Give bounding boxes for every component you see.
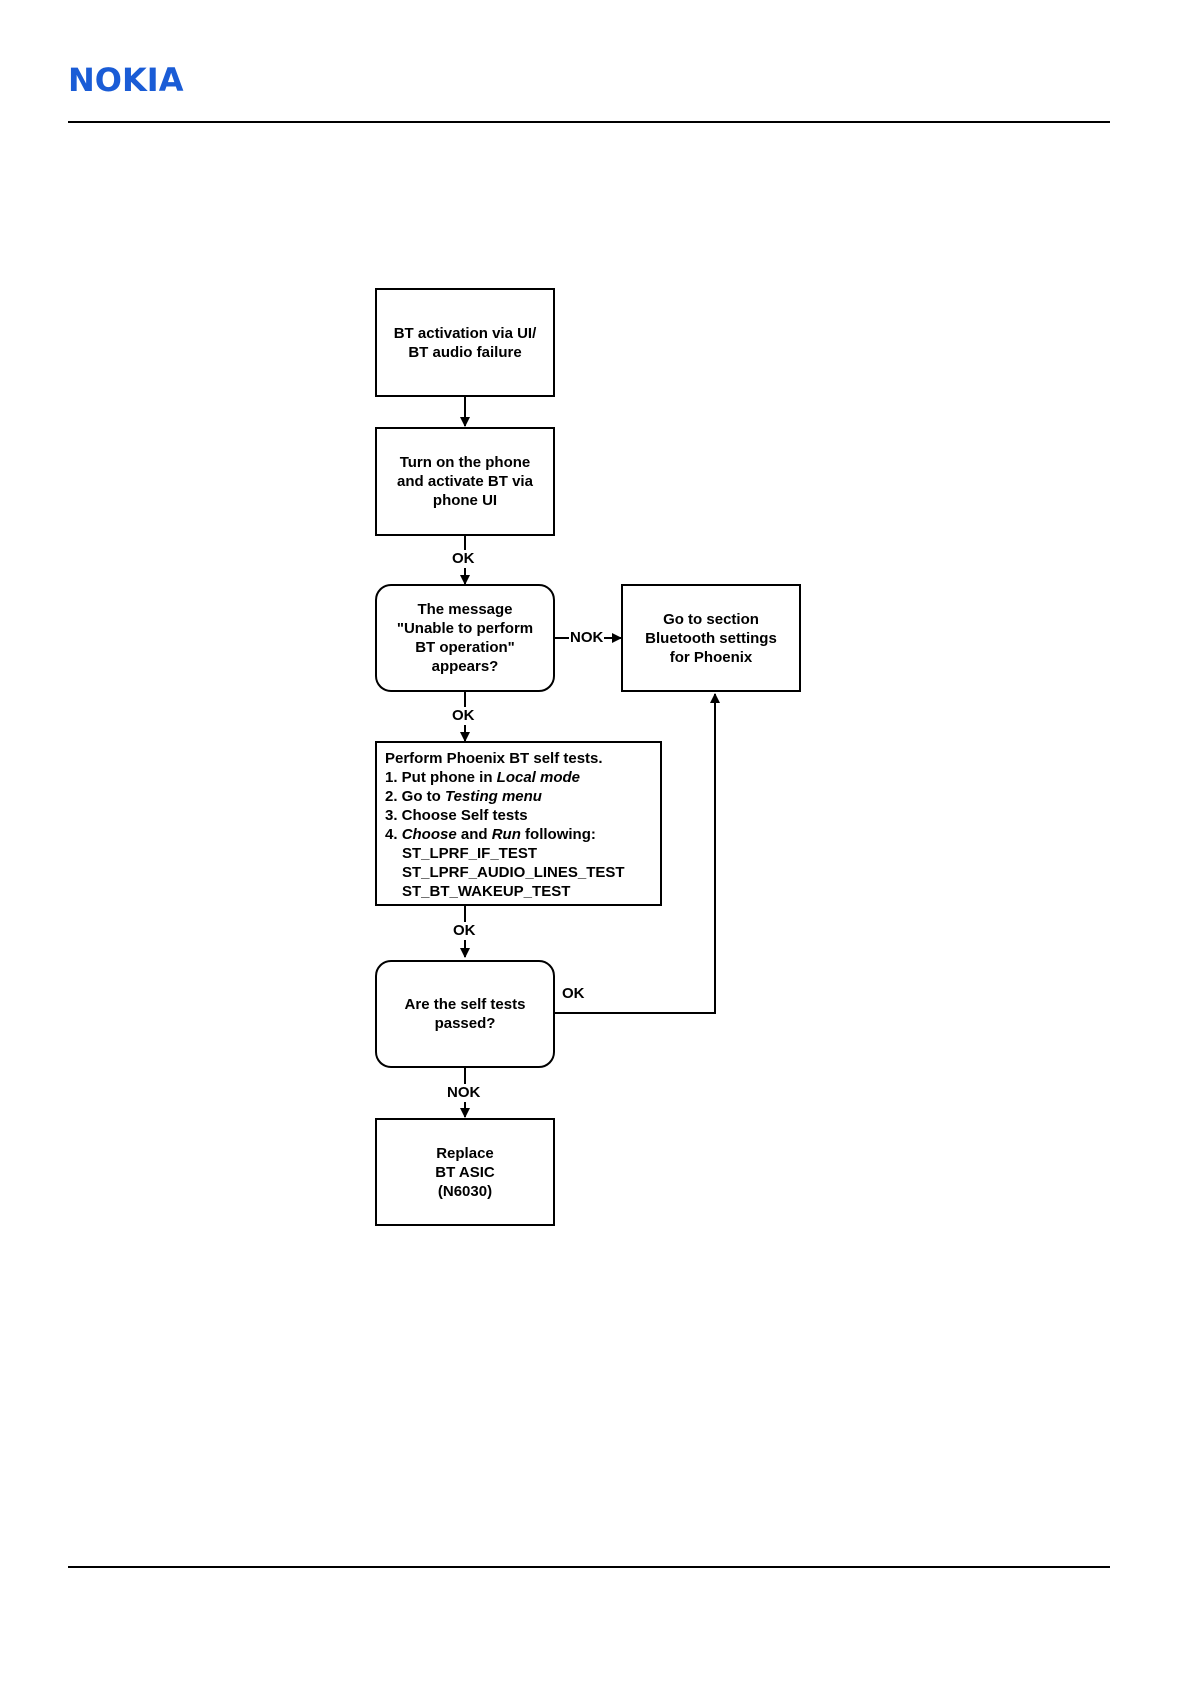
message-line-1: The message xyxy=(417,601,513,618)
step4-suffix: following: xyxy=(520,826,596,843)
step4-mid: and xyxy=(456,826,492,843)
nokia-logo: NOKIA xyxy=(68,61,184,99)
turn-on-line-1: Turn on the phone xyxy=(399,454,531,471)
step4-prefix: 4. xyxy=(385,826,402,843)
test-item: ST_LPRF_AUDIO_LINES_TEST xyxy=(402,864,625,881)
section-line-2: Bluetooth settings xyxy=(645,629,777,647)
replace-box: Replace BT ASIC (N6030) xyxy=(375,1118,555,1226)
self-tests-step-1: 1. Put phone in Local mode xyxy=(385,768,625,787)
self-tests-step-4: 4. Choose and Run following: xyxy=(385,825,625,844)
section-line-3: for Phoenix xyxy=(669,648,753,666)
label-ok-4: OK xyxy=(561,985,586,1003)
step2-em: Testing menu xyxy=(445,788,542,805)
label-ok-3: OK xyxy=(452,922,477,940)
start-box: BT activation via UI/ BT audio failure xyxy=(375,288,555,397)
start-line-1: BT activation via UI/ xyxy=(393,324,537,342)
label-nok-1: NOK xyxy=(569,629,605,647)
self-tests-step-2: 2. Go to Testing menu xyxy=(385,787,625,806)
passed-line-1: Are the self tests xyxy=(404,996,526,1013)
replace-line-3: (N6030) xyxy=(437,1182,493,1200)
message-line-3: BT operation" xyxy=(415,639,515,656)
test-item: ST_LPRF_IF_TEST xyxy=(402,845,538,862)
step2-prefix: 2. Go to xyxy=(385,788,445,805)
replace-line-2: BT ASIC xyxy=(435,1163,495,1181)
step1-prefix: 1. Put phone in xyxy=(385,769,497,786)
passed-line-2: passed? xyxy=(434,1015,496,1032)
turn-on-line-3: phone UI xyxy=(432,492,498,509)
label-ok-1: OK xyxy=(451,550,476,568)
step4-em2: Run xyxy=(491,826,521,843)
footer-rule xyxy=(68,1566,1110,1568)
label-nok-2: NOK xyxy=(446,1084,482,1102)
header-rule xyxy=(68,121,1110,123)
step4-em1: Choose xyxy=(401,826,457,843)
go-to-section-box: Go to section Bluetooth settings for Pho… xyxy=(621,584,801,692)
turn-on-line-2: and activate BT via xyxy=(397,473,533,490)
turn-on-box: Turn on the phone and activate BT via ph… xyxy=(375,427,555,536)
message-line-2: "Unable to perform xyxy=(396,620,534,637)
start-line-2: BT audio failure xyxy=(408,343,522,361)
arrow-passed-to-section xyxy=(553,693,720,1014)
step1-em: Local mode xyxy=(496,769,581,786)
test-item: ST_BT_WAKEUP_TEST xyxy=(402,883,571,900)
passed-check-box: Are the self tests passed? xyxy=(375,960,555,1068)
replace-line-1: Replace xyxy=(436,1144,494,1162)
self-tests-step-3: 3. Choose Self tests xyxy=(385,807,528,824)
message-check-box: The message "Unable to perform BT operat… xyxy=(375,584,555,692)
self-tests-box: Perform Phoenix BT self tests. 1. Put ph… xyxy=(375,741,662,906)
label-ok-2: OK xyxy=(451,707,476,725)
section-line-1: Go to section xyxy=(663,610,759,628)
self-tests-title: Perform Phoenix BT self tests. xyxy=(385,750,603,767)
message-line-4: appears? xyxy=(431,658,499,675)
